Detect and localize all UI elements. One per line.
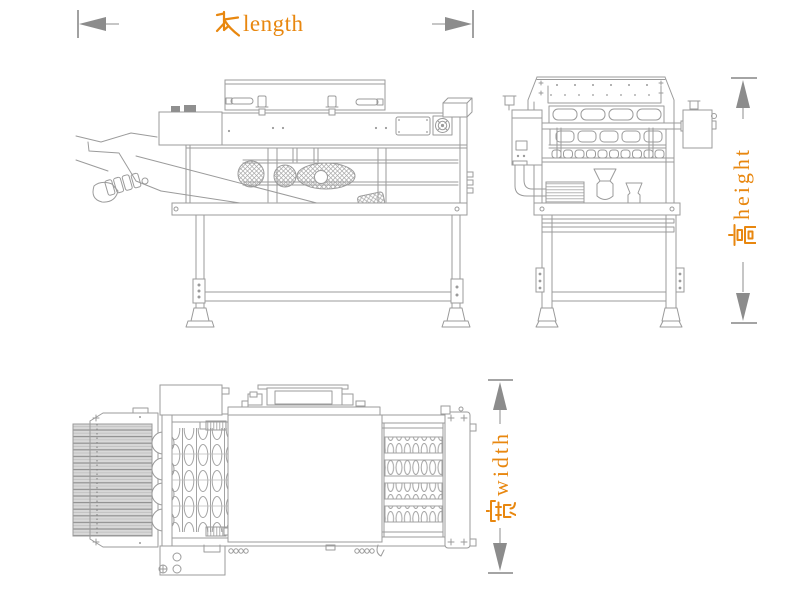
width-label-text: width [488, 430, 513, 497]
funnel [593, 168, 617, 200]
plan-edge-details [203, 544, 385, 557]
arrow-down-icon [493, 543, 507, 571]
width-dimension [488, 379, 513, 574]
arrow-left-icon [79, 17, 106, 31]
chamfered-side-panel [89, 407, 159, 548]
main-cover-plate [227, 414, 383, 543]
left-gearbox [511, 109, 547, 197]
cover-bolt [325, 95, 339, 116]
pipe-elbow [514, 164, 547, 197]
control-panel [395, 116, 431, 136]
end-legs [533, 202, 685, 328]
top-mounted-box [241, 384, 366, 408]
cover-bolt [255, 95, 269, 116]
end-view-drawing [502, 76, 717, 328]
arrow-right-icon [445, 17, 472, 31]
length-dimension [77, 10, 474, 38]
infeed-conveyor-stripes [72, 423, 153, 537]
hopper-rivets [538, 80, 664, 96]
brush-rollers [237, 160, 386, 210]
infeed-chute [75, 132, 333, 208]
cjk-length-glyph-icon [215, 10, 240, 37]
top-view-drawing [72, 384, 477, 576]
side-view-drawing [75, 79, 474, 328]
length-dimension-label: length [214, 8, 304, 40]
dial-knob [432, 115, 453, 136]
brush-roller-grid [171, 420, 230, 539]
arrow-down-icon [736, 293, 750, 321]
motor-block [545, 181, 585, 204]
plan-bottom-box [158, 545, 226, 576]
feed-roller-pack [104, 172, 142, 196]
side-top-cover [224, 79, 386, 116]
cross-beam [161, 413, 173, 548]
arrow-up-icon [493, 382, 507, 410]
height-label-text: height [729, 147, 754, 220]
cjk-height-glyph-icon [728, 224, 756, 246]
band-rivets [227, 126, 388, 133]
side-main-band [185, 112, 468, 204]
cjk-width-glyph-icon [486, 500, 516, 523]
side-right-end [442, 97, 474, 204]
right-side-box [682, 100, 717, 149]
arrow-up-icon [736, 80, 750, 108]
discharge-end-panel [440, 405, 477, 549]
height-dimension [731, 77, 757, 324]
plan-electrical-box [159, 384, 230, 416]
electrical-box [158, 105, 223, 146]
width-dimension-label: width [485, 427, 517, 527]
length-label-text: length [243, 11, 304, 36]
side-legs [171, 202, 471, 328]
discharge-rollers [381, 422, 446, 538]
height-dimension-label: height [726, 137, 758, 257]
